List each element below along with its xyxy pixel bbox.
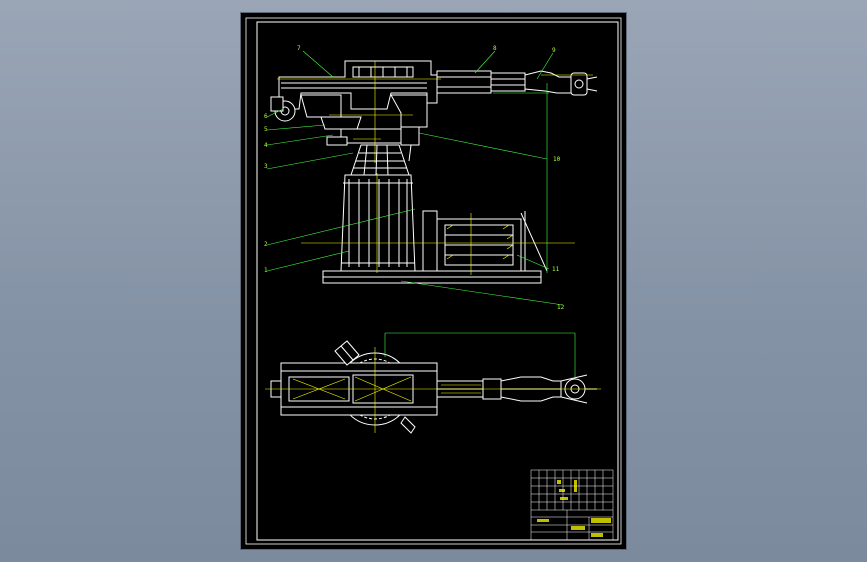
robot-arm-assembly-drawing: 7 8 9 6 5 4 3 10 2 1 11 12 [245, 17, 622, 545]
inner-border [256, 21, 619, 541]
callout-5: 5 [264, 126, 268, 133]
callout-10: 10 [553, 156, 561, 163]
callout-7: 7 [297, 45, 301, 52]
callout-11: 11 [552, 266, 560, 273]
callout-1: 1 [264, 267, 268, 274]
leader-lines-front [266, 50, 564, 306]
title-block [530, 469, 614, 541]
top-centerlines [265, 347, 601, 433]
callout-3: 3 [264, 163, 268, 170]
front-centerlines [277, 61, 593, 275]
callout-8: 8 [493, 45, 497, 52]
front-view [270, 60, 598, 284]
forearm-cylinder [436, 70, 492, 94]
callout-6: 6 [264, 113, 268, 120]
upper-arm [278, 60, 438, 110]
column-body [340, 174, 416, 272]
dimension-line-top [384, 332, 576, 377]
outer-border [245, 17, 622, 545]
callout-4: 4 [264, 142, 268, 149]
drawing-sheet[interactable]: 7 8 9 6 5 4 3 10 2 1 11 12 [241, 13, 626, 549]
gripper-front [570, 72, 588, 96]
rotary-head [350, 144, 410, 176]
top-view [270, 340, 597, 434]
callout-9: 9 [552, 47, 556, 54]
title-block-fills [537, 480, 611, 537]
callout-2: 2 [264, 241, 268, 248]
callout-12: 12 [557, 304, 565, 311]
